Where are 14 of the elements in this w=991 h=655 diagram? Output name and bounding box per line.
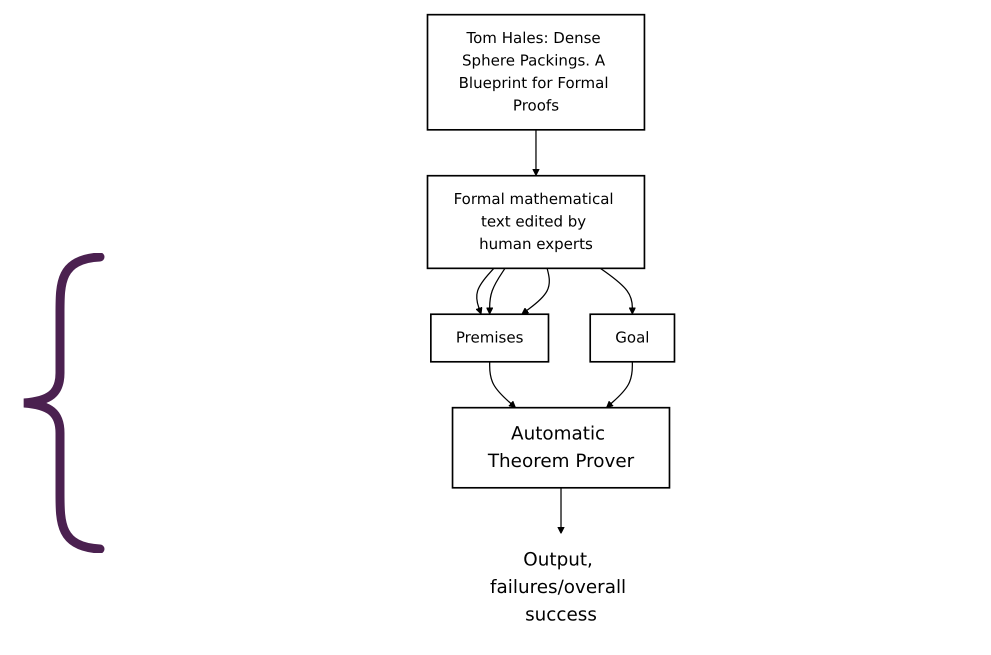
arrow <box>532 129 540 176</box>
arrow <box>474 267 494 314</box>
arrow <box>556 487 564 534</box>
arrow <box>488 361 516 408</box>
node-box: Tom Hales: Dense Sphere Packings. A Blueprint for Formal Proofs <box>426 13 645 130</box>
arrow <box>606 361 632 408</box>
node-text: Output, failures/overall success <box>490 549 626 625</box>
node-box: Formal mathematical text edited by human experts <box>426 174 645 269</box>
node-box: Premises <box>430 312 549 362</box>
arrow <box>520 268 550 314</box>
arrow <box>486 268 506 314</box>
node-box: Goal <box>588 312 675 362</box>
arrow <box>600 267 636 314</box>
node-box: Automatic Theorem Prover <box>451 406 670 488</box>
